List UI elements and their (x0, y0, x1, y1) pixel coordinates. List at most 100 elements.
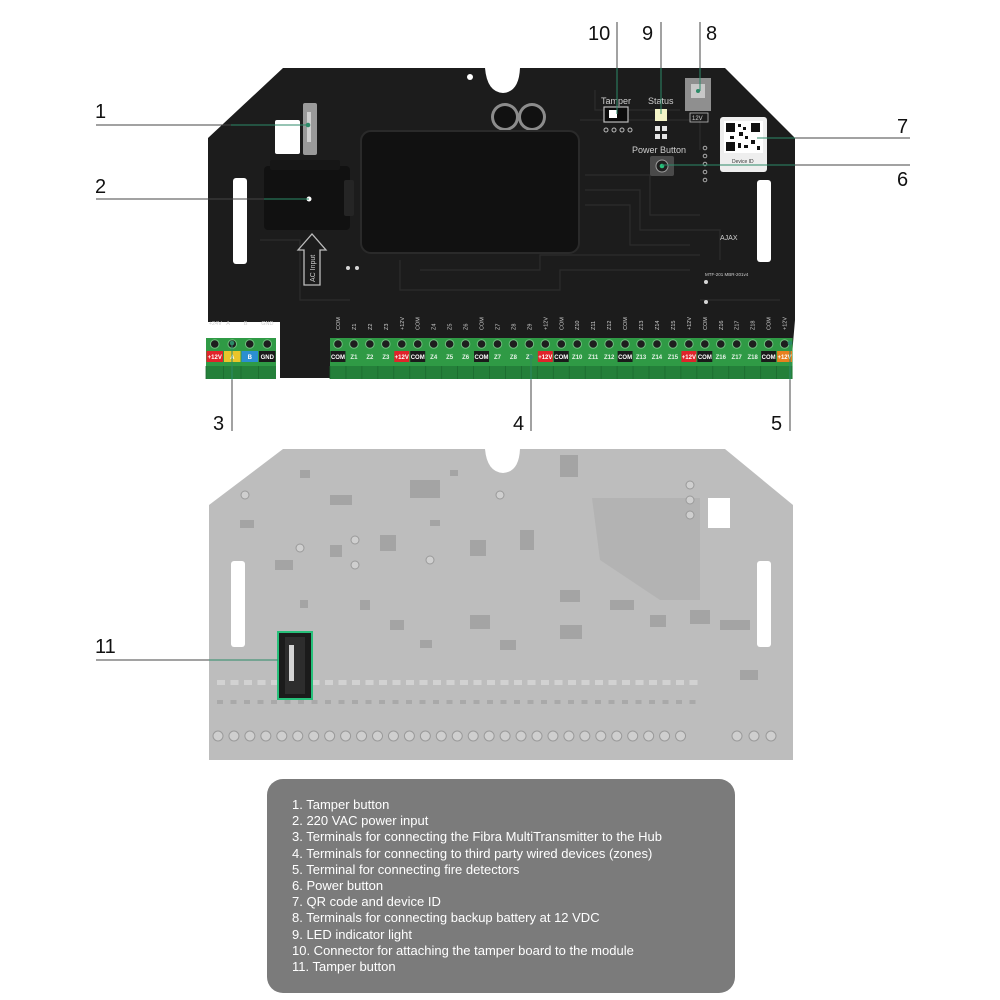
terminal-color-tag (259, 351, 276, 362)
smd-component (662, 680, 671, 685)
via-pad (685, 480, 695, 490)
header-label: Z14 (655, 321, 661, 330)
header-label: B (244, 321, 248, 327)
terminal-screw[interactable] (588, 339, 598, 349)
smd-component (608, 700, 615, 704)
terminal-screw[interactable] (508, 339, 519, 349)
legend-item: 11. Tamper button (292, 959, 396, 975)
smd-component (311, 700, 318, 704)
callout-3: 3 (213, 413, 224, 435)
tamper-button-back[interactable] (277, 631, 313, 700)
smd-component (560, 625, 582, 639)
ac-input-label: AC Input (310, 255, 317, 282)
header-label: Z8 (511, 324, 517, 330)
terminal-screw[interactable] (572, 339, 583, 349)
terminal-screw[interactable] (262, 339, 273, 349)
terminal-label: Z11 (588, 355, 599, 361)
power-button[interactable] (650, 156, 674, 176)
legend-item: 10. Connector for attaching the tamper b… (292, 942, 634, 958)
terminal-label: Z12 (604, 355, 615, 361)
via-pad (547, 730, 559, 742)
smd-component (635, 680, 644, 685)
header-label: Z4 (432, 324, 438, 330)
via-pad (579, 730, 591, 742)
via-pad (515, 730, 527, 742)
terminal-screw[interactable] (747, 339, 758, 349)
terminal-screw[interactable] (700, 339, 710, 349)
terminal-screw[interactable] (396, 339, 407, 349)
terminal-screw[interactable] (492, 339, 503, 349)
smd-component (410, 480, 440, 498)
terminal-screw[interactable] (476, 339, 487, 349)
smd-component (676, 700, 682, 704)
terminal-label: Z2 (366, 355, 374, 361)
terminal-screw[interactable] (209, 339, 220, 349)
terminal-screw[interactable] (444, 339, 455, 349)
smd-component (330, 495, 352, 505)
header-label: +12V (687, 317, 693, 330)
via-pad (451, 730, 463, 742)
terminal-label: COM (554, 355, 568, 361)
smd-component (271, 700, 277, 704)
smd-component (352, 680, 360, 685)
smd-component (406, 700, 412, 704)
header-label: Z13 (639, 321, 645, 330)
smd-component (300, 470, 310, 478)
power-button-label: Power Button (632, 145, 686, 155)
terminal-screw[interactable] (381, 339, 391, 349)
mount-slot-left (233, 178, 247, 264)
legend-item: 9. LED indicator light (292, 926, 412, 942)
terminal-screw[interactable] (779, 339, 790, 349)
via-pad (731, 730, 743, 742)
header-label: COM (480, 317, 486, 330)
smd-component (271, 680, 279, 685)
terminal-label: COM (475, 355, 489, 361)
terminal-screw[interactable] (715, 339, 726, 349)
terminal-screw[interactable] (763, 339, 774, 349)
terminal-screw[interactable] (365, 339, 375, 349)
via-pad (244, 730, 256, 742)
via-pad (240, 490, 250, 500)
terminal-screw[interactable] (428, 339, 439, 349)
terminal-screw[interactable] (524, 339, 535, 349)
terminal-screw[interactable] (244, 339, 255, 349)
terminal-screw[interactable] (684, 339, 694, 349)
callout-10: 10 (588, 23, 610, 45)
terminal-label: +12V (777, 355, 791, 361)
terminal-screw[interactable] (333, 339, 343, 349)
legend-item: 5. Terminal for connecting fire detector… (292, 861, 520, 877)
terminal-screw[interactable] (412, 339, 423, 349)
terminal-block-left: +12VABGND (205, 338, 276, 379)
tamper-button-front[interactable] (275, 103, 317, 155)
terminal-screw[interactable] (604, 339, 614, 349)
smd-component (622, 700, 628, 704)
via-pad (387, 730, 399, 742)
via-pad (228, 730, 240, 742)
header-label: +12V (543, 317, 549, 330)
via-pad (595, 730, 607, 742)
terminal-screw[interactable] (349, 339, 359, 349)
terminal-screw[interactable] (620, 339, 630, 349)
via-pad (212, 730, 224, 742)
callout-8: 8 (706, 23, 717, 45)
terminal-screw[interactable] (731, 339, 742, 349)
callout-numbers: 1 2 3 4 5 6 7 8 9 10 11 (95, 23, 908, 658)
terminal-screw[interactable] (460, 339, 471, 349)
smd-component (514, 680, 522, 685)
terminal-screw[interactable] (636, 339, 646, 349)
via-pad (748, 730, 760, 742)
via-pad (659, 730, 671, 742)
terminal-screw[interactable] (668, 339, 678, 349)
terminal-screw[interactable] (540, 339, 551, 349)
terminal-screw[interactable] (556, 339, 567, 349)
callout-1: 1 (95, 101, 106, 123)
terminal-screw[interactable] (652, 339, 662, 349)
via-pad (643, 730, 655, 742)
header-label: Z17 (735, 321, 741, 330)
smd-component (541, 680, 549, 685)
smd-component (352, 700, 358, 704)
header-label: Z12 (607, 321, 613, 330)
battery-voltage-label: 12V (692, 116, 703, 122)
